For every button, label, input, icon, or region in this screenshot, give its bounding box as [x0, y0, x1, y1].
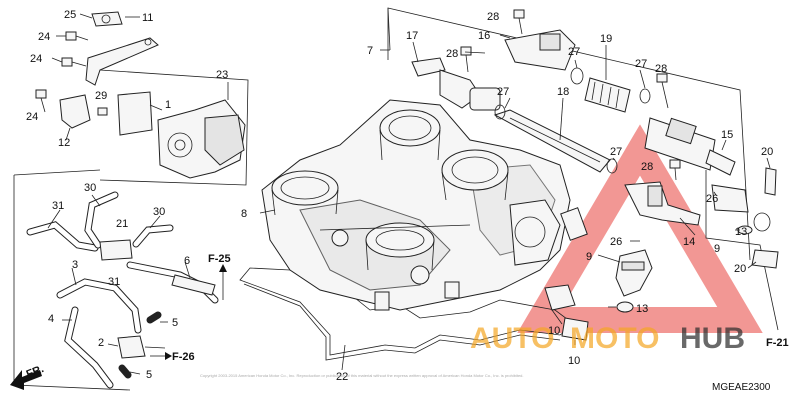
- ref-front: FR.: [25, 363, 46, 381]
- callout-2: 2: [98, 337, 104, 349]
- bolt-icon: [35, 89, 47, 113]
- callout-6: 6: [184, 255, 190, 267]
- copyright-notice: Copyright 2003-2015 American Honda Motor…: [200, 373, 524, 378]
- callout-25: 25: [64, 9, 76, 21]
- callout-5: 5: [172, 317, 178, 329]
- bolt-icon: [656, 73, 669, 109]
- bolt-icon: [65, 31, 89, 41]
- callout-28: 28: [446, 48, 458, 60]
- bolt-icon: [61, 57, 87, 67]
- callout-28: 28: [641, 161, 653, 173]
- bolt-icon: [460, 46, 472, 73]
- callout-17: 17: [406, 30, 418, 42]
- callout-12: 12: [58, 137, 70, 149]
- fuel-rail-assembly: [411, 9, 779, 341]
- leader-lines: [150, 34, 771, 371]
- watermark-triangle: [517, 124, 763, 333]
- callout-13: 13: [735, 226, 747, 238]
- tps-assembly: [35, 11, 246, 179]
- callout-31: 31: [52, 200, 64, 212]
- group-frame-tps: [99, 69, 249, 186]
- callout-15: 15: [721, 129, 733, 141]
- group-frame-injector: [705, 170, 779, 331]
- callout-10: 10: [568, 355, 580, 367]
- callout-19: 19: [600, 33, 612, 45]
- vacuum-hoses: [26, 191, 219, 389]
- bolt-icon: [97, 107, 108, 116]
- callout-16: 16: [478, 30, 490, 42]
- diagram-code: MGEAE2300: [712, 382, 771, 393]
- ref-f21: F-21: [766, 337, 789, 349]
- callout-9: 9: [586, 251, 592, 263]
- watermark-moto: MOTO: [570, 322, 659, 355]
- callout-24: 24: [38, 31, 50, 43]
- front-direction-arrow-icon: [10, 370, 42, 390]
- callout-8: 8: [241, 208, 247, 220]
- callout-13: 13: [636, 303, 648, 315]
- bolt-icon: [513, 9, 525, 35]
- callout-18: 18: [557, 86, 569, 98]
- callout-27: 27: [497, 86, 509, 98]
- watermark-hub: HUB: [680, 322, 745, 355]
- callout-26: 26: [706, 193, 718, 205]
- callout-30: 30: [153, 206, 165, 218]
- callout-20: 20: [761, 146, 773, 158]
- ref-f25: F-25: [208, 253, 231, 265]
- watermark-logo: AUTO MOTO HUB: [470, 322, 745, 355]
- callout-26: 26: [610, 236, 622, 248]
- callout-20: 20: [734, 263, 746, 275]
- callout-11: 11: [142, 12, 153, 24]
- callout-23: 23: [216, 69, 228, 81]
- callout-10: 10: [548, 325, 560, 337]
- callout-5: 5: [146, 369, 152, 381]
- callout-29: 29: [95, 90, 107, 102]
- callout-24: 24: [26, 111, 38, 123]
- watermark-auto: AUTO: [470, 322, 554, 355]
- ref-f26: F-26: [172, 351, 195, 363]
- callout-22: 22: [336, 371, 348, 383]
- callout-27: 27: [568, 46, 580, 58]
- throttle-body-assembly: [261, 99, 588, 311]
- callout-27: 27: [635, 58, 647, 70]
- callout-24: 24: [30, 53, 42, 65]
- callout-labels: 25 11 24 24 24 23 29 1 12 7 8 17 16 28 2…: [26, 9, 773, 383]
- callout-4: 4: [48, 313, 54, 325]
- callout-28: 28: [487, 11, 499, 23]
- callout-31: 31: [108, 276, 120, 288]
- callout-30: 30: [84, 182, 96, 194]
- callout-9: 9: [714, 243, 720, 255]
- callout-28: 28: [655, 63, 667, 75]
- group-frame-throttle-body: [387, 7, 751, 261]
- callout-3: 3: [72, 259, 78, 271]
- callout-21: 21: [116, 218, 128, 230]
- bolt-icon: [669, 159, 681, 181]
- callout-7: 7: [367, 45, 373, 57]
- callout-1: 1: [165, 99, 171, 111]
- callout-14: 14: [683, 236, 695, 248]
- callout-27: 27: [610, 146, 622, 158]
